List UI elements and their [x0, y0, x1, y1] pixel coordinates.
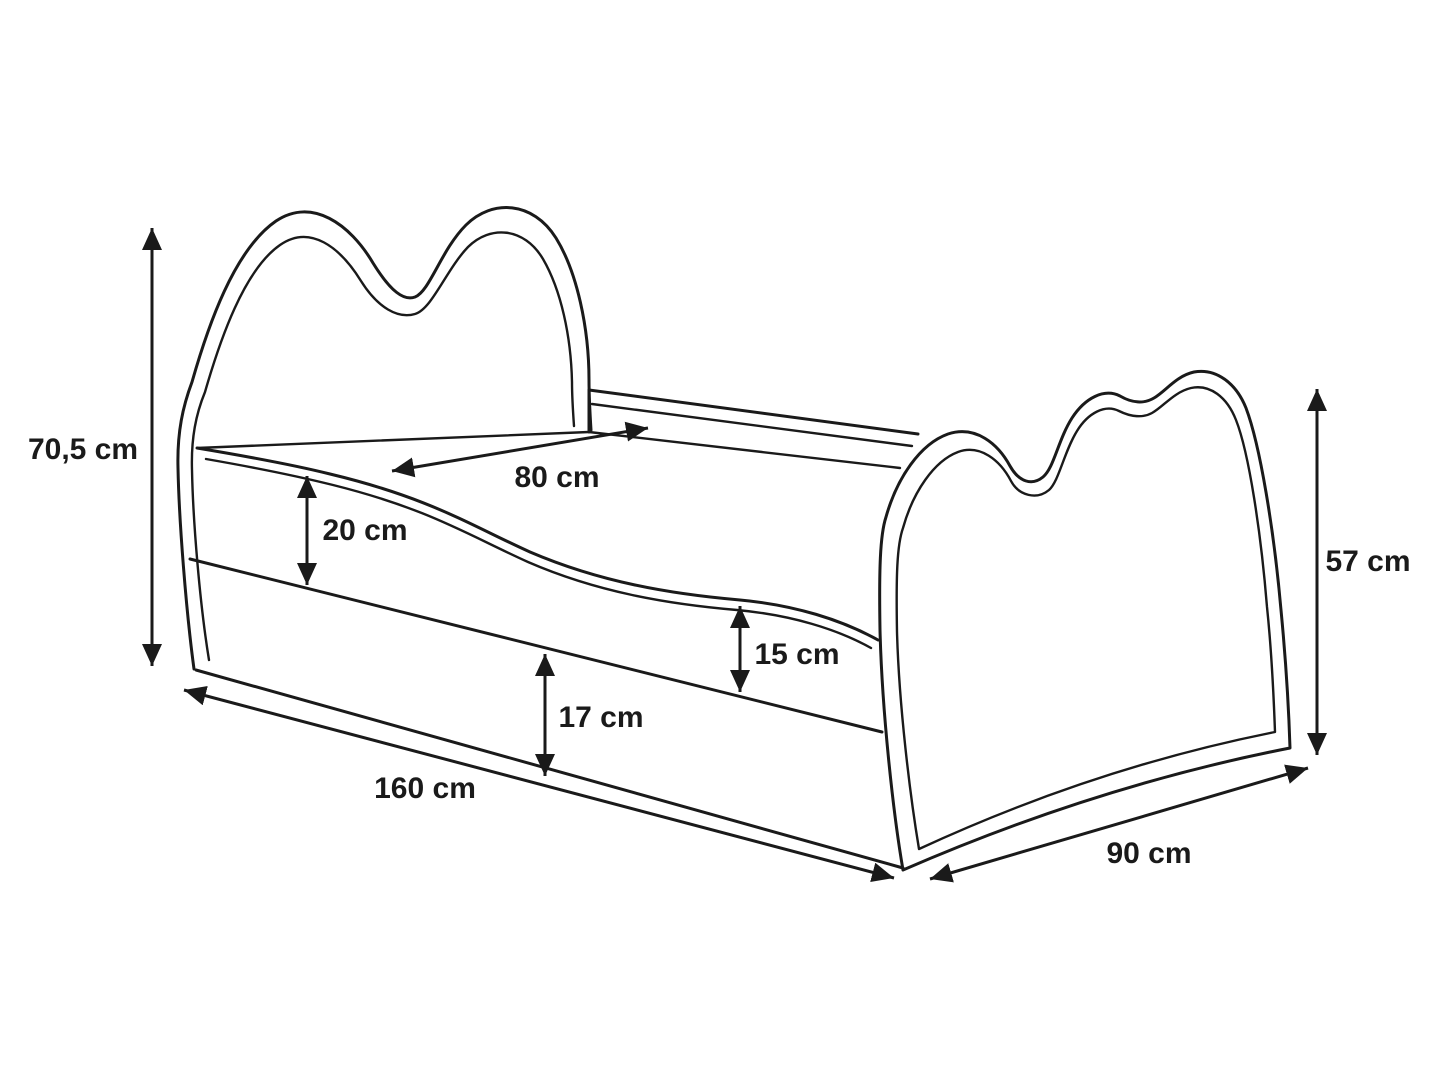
- bed-length-arrow: [183, 685, 895, 883]
- rear-rail-thickness-edge: [590, 402, 914, 448]
- inner-width-label: 80 cm: [514, 461, 599, 494]
- footboard-height-label: 57 cm: [1325, 545, 1410, 578]
- under-bed-clearance-label: 17 cm: [558, 701, 643, 734]
- base-floor-edge: [194, 668, 905, 870]
- dimension-labels: 70,5 cm 80 cm 20 cm 15 cm 17 cm 160 cm 9…: [28, 433, 1411, 870]
- inner-width-arrow: [391, 421, 649, 478]
- overall-height-label: 70,5 cm: [28, 433, 138, 466]
- rear-rail-top-edge: [587, 388, 920, 436]
- dimension-arrows: [142, 228, 1327, 883]
- head-rail-height-label: 20 cm: [322, 514, 407, 547]
- bed-length-label: 160 cm: [374, 772, 476, 805]
- footboard-inner-outline: [895, 386, 1277, 851]
- bed-width-label: 90 cm: [1106, 837, 1191, 870]
- headboard-outer-outline: [176, 206, 593, 671]
- headboard-inner-outline: [190, 231, 576, 662]
- bed-width-arrow: [929, 764, 1309, 883]
- foot-rail-height-label: 15 cm: [754, 638, 839, 671]
- footboard-outer-outline: [878, 369, 1292, 872]
- mattress-head-edge: [195, 430, 591, 450]
- side-rail-top-edge: [195, 446, 880, 642]
